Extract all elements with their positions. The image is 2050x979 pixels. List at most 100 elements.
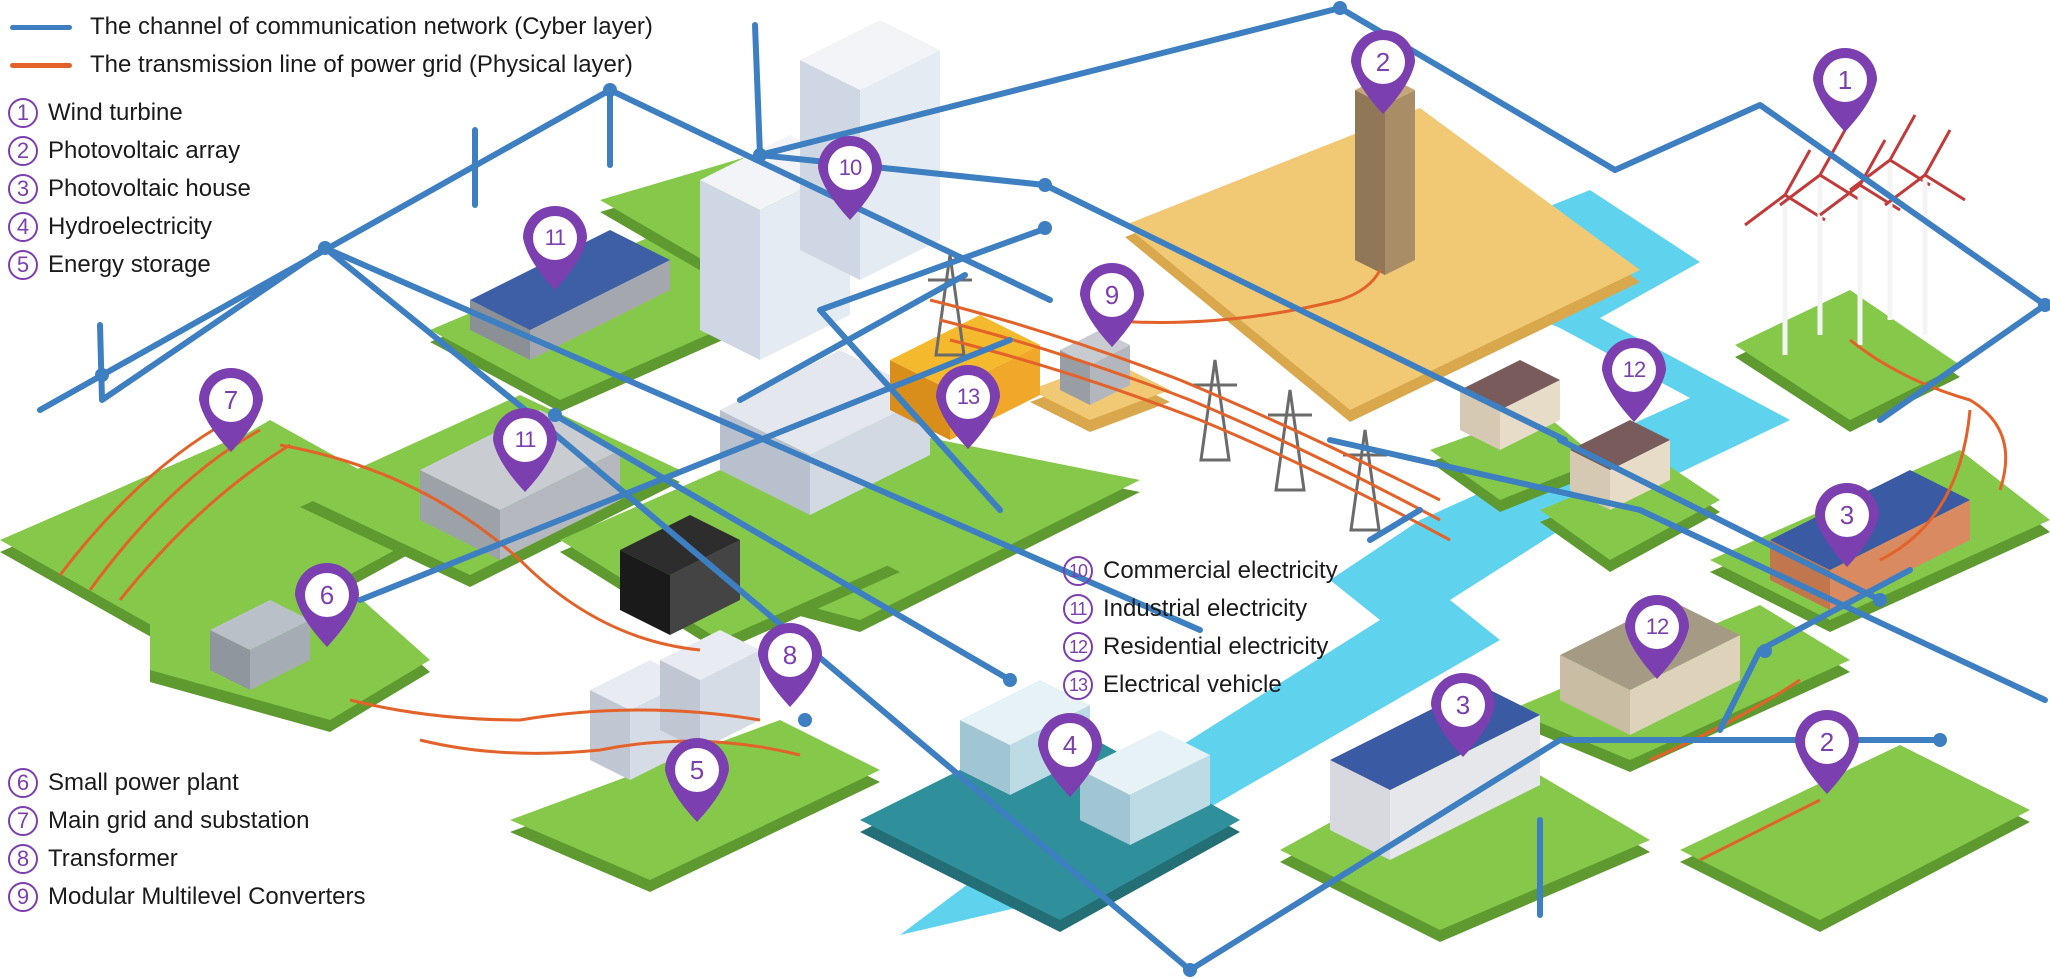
list-item-label: Commercial electricity	[1103, 557, 1338, 584]
transmission-line	[1879, 409, 1972, 562]
cyber-line-swatch	[10, 24, 72, 30]
number-badge: 11	[1063, 594, 1093, 624]
roof	[960, 680, 1090, 745]
marker-number: 3	[1825, 493, 1869, 537]
turbine-blade	[1819, 183, 1861, 217]
physical-line-swatch	[10, 62, 72, 68]
turbine-blade	[1849, 158, 1891, 192]
list-item-label: Industrial electricity	[1103, 595, 1308, 622]
wall-right	[810, 395, 930, 515]
communication-node	[603, 83, 617, 97]
list-item: 12 Residential electricity	[1063, 628, 1338, 666]
wind-turbine	[1884, 129, 1966, 335]
wall-left	[700, 180, 760, 360]
marker-number: 13	[946, 375, 990, 419]
wall-right	[1385, 90, 1415, 275]
tile-row-houses	[1280, 740, 1650, 942]
transmission-pylon	[1268, 389, 1312, 492]
list-item-label: Photovoltaic array	[48, 137, 241, 164]
list-item: 5 Energy storage	[8, 246, 251, 284]
transmission-line	[118, 443, 291, 601]
roof	[620, 515, 740, 575]
marker-number: 8	[768, 633, 812, 677]
number-badge: 4	[8, 212, 38, 242]
tile-top	[1280, 740, 1650, 930]
power-plant	[210, 600, 310, 690]
tile-top	[1735, 290, 1960, 420]
wall-right	[1500, 380, 1560, 450]
tile-top	[1430, 410, 1600, 500]
number-badge: 12	[1063, 632, 1093, 662]
tile-house-a	[1430, 410, 1600, 512]
office-tower-b	[800, 20, 940, 280]
list-item-label: Wind turbine	[48, 99, 183, 126]
battery-unit	[620, 515, 740, 635]
pylon-frame	[1199, 359, 1231, 462]
turbine-blade	[1888, 114, 1917, 161]
communication-line	[1367, 507, 1423, 543]
list-item-label: Energy storage	[48, 251, 211, 278]
wall-right	[1130, 755, 1210, 845]
turbine-blade	[1779, 173, 1821, 207]
wall-left	[660, 660, 700, 750]
legend-item-physical: The transmission line of power grid (Phy…	[10, 46, 653, 84]
transmission-line	[279, 443, 701, 652]
wall-left	[1060, 350, 1090, 405]
communication-line	[757, 152, 1048, 188]
communication-node	[1873, 593, 1887, 607]
marker-number: 4	[1048, 723, 1092, 767]
communication-line	[552, 412, 1013, 683]
turbine-blade	[1859, 183, 1901, 212]
marker-number: 6	[305, 573, 349, 617]
list-item: 9 Modular Multilevel Converters	[8, 878, 365, 916]
roof	[470, 230, 670, 330]
legend-label-physical: The transmission line of power grid (Phy…	[90, 51, 633, 78]
legend-item-cyber: The channel of communication network (Cy…	[10, 8, 653, 46]
power-transmission-lines	[58, 269, 2008, 862]
wall-left	[1560, 655, 1630, 735]
roof	[1080, 730, 1210, 795]
pylon-frame	[934, 254, 966, 357]
tile-top	[1680, 745, 2030, 920]
list-item: 1 Wind turbine	[8, 94, 251, 132]
marker-number: 2	[1805, 720, 1849, 764]
tile-wind-farm	[1735, 290, 1960, 432]
office-tower-a	[700, 135, 850, 360]
number-badge: 5	[8, 250, 38, 280]
wall-left	[1330, 760, 1390, 860]
communication-node	[1038, 221, 1052, 235]
wall-right	[700, 650, 760, 750]
turbine-blade	[1819, 173, 1861, 202]
list-item-label: Modular Multilevel Converters	[48, 883, 366, 910]
communication-node	[1333, 1, 1347, 15]
wall-left	[720, 410, 810, 515]
wall-right	[1830, 500, 1970, 610]
wall-left	[1355, 90, 1385, 275]
legend-label-cyber: The channel of communication network (Cy…	[90, 13, 653, 40]
transmission-line	[419, 738, 801, 757]
transmission-line	[1699, 798, 1821, 862]
marker-number: 12	[1612, 348, 1656, 392]
number-badge: 7	[8, 806, 38, 836]
transmission-pylon	[1193, 359, 1237, 462]
number-badge: 9	[8, 882, 38, 912]
list-item-label: Residential electricity	[1103, 633, 1329, 660]
transmission-line	[1849, 338, 2008, 491]
transmission-line	[949, 338, 1451, 542]
marker-number: 11	[503, 418, 547, 462]
hydro-dam-b	[1080, 730, 1210, 845]
marker-number: 11	[533, 216, 577, 260]
number-badge: 1	[8, 98, 38, 128]
marker-number: 10	[828, 146, 872, 190]
communication-node	[753, 148, 767, 162]
number-badge: 3	[8, 174, 38, 204]
transmission-line	[1649, 678, 1801, 762]
storage-cabinet-b	[660, 630, 760, 750]
